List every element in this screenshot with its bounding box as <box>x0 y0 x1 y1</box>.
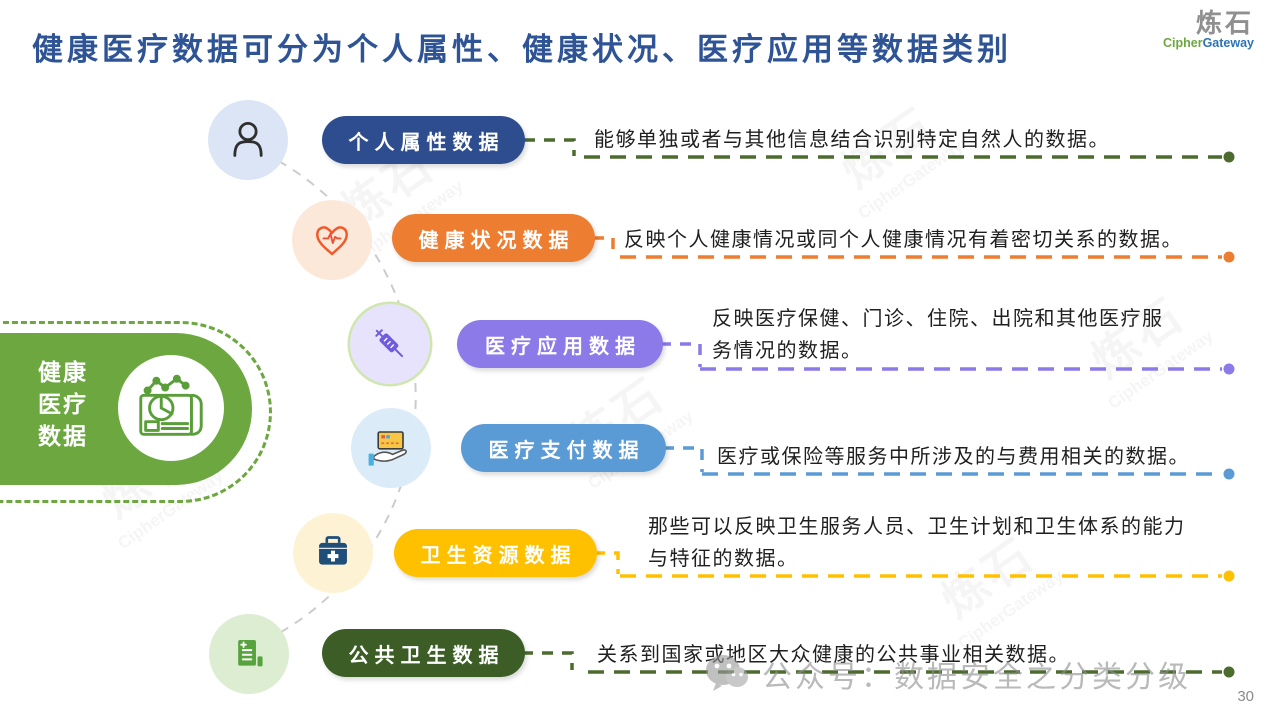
root-node-label: 健康 医疗 数据 <box>38 359 88 449</box>
category-description: 能够单独或者与其他信息结合识别特定自然人的数据。 <box>594 129 1110 151</box>
brand-subtitle: CipherGateway <box>1162 36 1254 51</box>
category-pill-public-health: 公共卫生数据 <box>322 629 525 677</box>
bottom-watermark: 公众号：数据安全之分类分级 <box>704 652 1191 696</box>
category-pill-health-resource: 卫生资源数据 <box>394 529 597 577</box>
underline-dot <box>1223 151 1235 163</box>
badge-person <box>208 100 288 180</box>
wechat-icon <box>706 655 748 691</box>
badge-syringe <box>350 304 430 384</box>
brand-logo: 炼石 CipherGateway <box>1162 8 1254 51</box>
badge-heart <box>292 200 372 280</box>
brand-name: 炼石 <box>1195 8 1254 38</box>
category-description: 反映个人健康情况或同个人健康情况有着密切关系的数据。 <box>624 229 1183 251</box>
bottom-watermark-text: 公众号：数据安全之分类分级 <box>762 661 1191 694</box>
category-pill-health-status: 健康状况数据 <box>392 214 595 262</box>
category-pill-medical-payment: 医疗支付数据 <box>461 424 666 472</box>
payment-card-icon <box>368 431 407 466</box>
page-number: 30 <box>1237 688 1254 705</box>
root-node-circle <box>118 355 224 461</box>
category-description: 反映医疗保健、门诊、住院、出院和其他医疗服 务情况的数据。 <box>712 308 1164 362</box>
document-icon <box>238 640 263 667</box>
elbow-connector <box>524 138 576 156</box>
person-icon <box>233 121 263 157</box>
category-pill-medical-application: 医疗应用数据 <box>457 320 663 368</box>
underline-dot <box>1223 468 1235 480</box>
page-title: 健康医疗数据可分为个人属性、健康状况、医疗应用等数据类别 <box>32 32 1012 67</box>
health-report-chart-icon <box>139 374 203 436</box>
badge-payment <box>351 408 431 488</box>
underline-dot <box>1223 251 1235 263</box>
category-description: 医疗或保险等服务中所涉及的与费用相关的数据。 <box>717 446 1190 468</box>
elbow-connector <box>593 236 615 256</box>
underline-dot <box>1223 570 1235 582</box>
heart-pulse-icon <box>316 226 348 256</box>
badge-first-aid <box>293 513 373 593</box>
underline-dot <box>1223 363 1235 375</box>
category-description: 那些可以反映卫生服务人员、卫生计划和卫生体系的能力 与特征的数据。 <box>648 516 1186 570</box>
elbow-connector <box>663 446 704 472</box>
first-aid-kit-icon <box>319 536 347 565</box>
category-pill-personal-attribute: 个人属性数据 <box>322 116 525 164</box>
elbow-connector <box>660 342 702 367</box>
syringe-icon <box>375 329 404 358</box>
underline-dot <box>1223 666 1235 678</box>
badge-document <box>209 614 289 694</box>
elbow-connector <box>522 651 574 670</box>
elbow-connector <box>594 551 620 574</box>
root-node-dashed-border <box>0 321 272 503</box>
